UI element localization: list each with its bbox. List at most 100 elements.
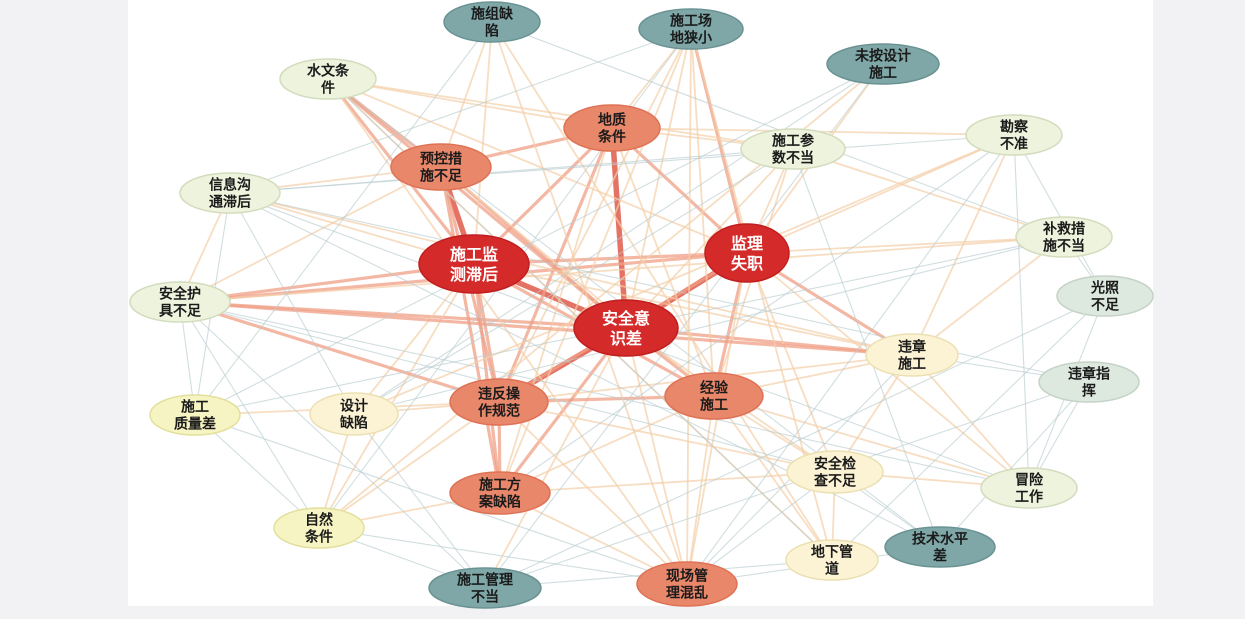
node-label-line: 查不足: [814, 473, 857, 490]
node-ellipse: [865, 333, 959, 377]
node-label-line: 施不当: [1043, 238, 1085, 255]
node-label-line: 预控措: [420, 151, 462, 168]
edge-n04-n07: [327, 78, 794, 150]
node-ellipse: [449, 471, 551, 515]
node-label-line: 条件: [304, 529, 333, 546]
edge-n15-n07: [625, 148, 794, 329]
edge-n13-n28: [484, 295, 1106, 589]
edge-n14-n25: [179, 301, 320, 529]
edge-n01-n29: [491, 21, 688, 585]
node-ellipse: [149, 394, 241, 436]
edge-n03-n18: [194, 63, 884, 416]
node-label-line: 不当: [471, 589, 499, 606]
node-ellipse: [1056, 275, 1154, 317]
edge-n18-n29: [194, 414, 688, 585]
node-label-line: 违章: [898, 339, 926, 356]
node-label-line: 陷: [485, 23, 499, 40]
node-ellipse: [664, 372, 764, 420]
edge-n04-n11: [327, 78, 748, 254]
edge-n20-n29: [498, 401, 688, 585]
edge-n16-n14: [178, 300, 914, 357]
node-label-line: 理混乱: [666, 585, 708, 602]
edge-n02-n29: [686, 28, 692, 585]
node-label-line: 施工方: [479, 477, 521, 494]
node-label-line: 作规范: [478, 403, 520, 420]
node-label-line: 冒险: [1015, 472, 1044, 489]
node-ellipse: [309, 392, 399, 436]
node-ellipse: [428, 567, 542, 609]
node-label-line: 施工场: [670, 13, 712, 30]
edge-n21-n29: [686, 395, 715, 585]
node-ellipse: [786, 450, 884, 494]
node-label-line: 测滞后: [450, 265, 498, 284]
edge-n08-n09: [229, 134, 1015, 194]
node-ellipse: [740, 128, 846, 170]
node-ellipse: [785, 539, 879, 581]
node-label-line: 差: [933, 548, 947, 565]
node-label-line: 光照: [1090, 280, 1119, 297]
node-ellipse: [129, 281, 231, 323]
node-ellipse: [279, 58, 377, 100]
node-ellipse: [1038, 361, 1140, 403]
node-label-line: 施工: [700, 397, 728, 414]
node-label-line: 违章指: [1068, 366, 1110, 383]
edge-n03-n19: [353, 63, 884, 415]
edge-n28-n14: [179, 301, 486, 589]
edge-n17-n28: [484, 381, 1090, 589]
node-label-line: 通滞后: [209, 194, 251, 211]
node-ellipse: [563, 104, 661, 152]
node-ellipse: [573, 299, 679, 357]
node-label-line: 具不足: [158, 304, 202, 320]
edge-n19-n28: [353, 413, 486, 589]
node-label-line: 经验: [700, 380, 729, 397]
node-label-line: 安全意: [602, 309, 650, 328]
edge-n06-n01: [440, 21, 493, 168]
node-label-line: 件: [321, 80, 335, 97]
node-label-line: 现场管: [666, 568, 708, 585]
edge-n05-n04: [327, 78, 613, 129]
edge-n06-n21: [440, 166, 715, 397]
edge-n21-n24: [713, 395, 1030, 489]
edge-n08-n24: [1013, 134, 1030, 489]
edge-n14-n12: [179, 236, 1065, 303]
node-label-line: 违反操: [478, 386, 521, 403]
node-label-line: 数不当: [772, 150, 814, 167]
edge-n05-n21: [611, 127, 715, 397]
node-label-line: 道: [825, 561, 839, 578]
node-ellipse: [1015, 216, 1113, 258]
node-label-line: 施工管理: [457, 572, 513, 589]
edge-n26-n09: [229, 192, 941, 548]
node-ellipse: [704, 223, 790, 283]
